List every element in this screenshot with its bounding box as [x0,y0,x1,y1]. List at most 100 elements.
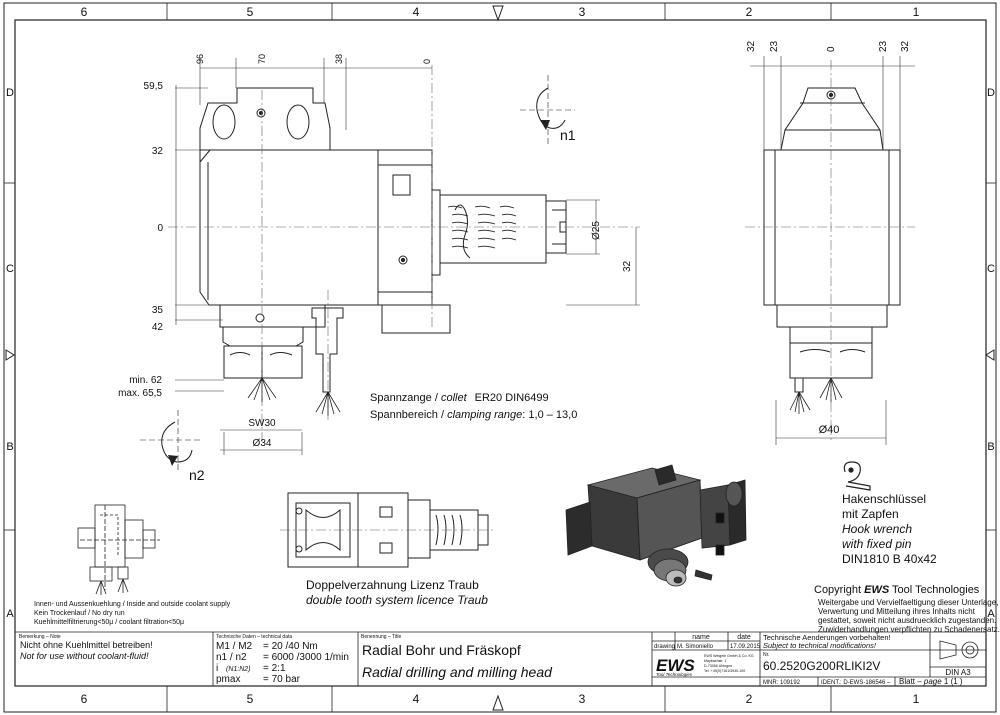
coolant-max: max. 65,5 [118,388,162,399]
pressure-label: pmax [216,674,240,685]
side-view [745,56,915,445]
dim-left-0: 0 [157,223,163,234]
copyright-line-3: gestattet, soweit nicht ausdruecklich zu… [818,616,996,625]
row-label-a-right: A [987,608,995,620]
coolant-note-line-3: Kuehlmittelfiltrierung<50μ / coolant fil… [34,619,184,626]
col-label-6-top: 6 [81,5,88,19]
col-label-3-top: 3 [579,5,586,19]
copyright-line-4: Zuwiderhandlungen verpflichten zu Schade… [818,625,1000,634]
side-dim-0: 0 [826,46,837,52]
double-tooth-caption: Doppelverzahnung Lizenz Traub double too… [306,578,488,607]
coolant-note-line-2: Kein Trockenlauf / No dry run [34,610,125,617]
torque-value: = 20 /40 Nm [263,641,318,652]
name-header: name [692,634,710,641]
note-en: Not for use without coolant-fluid! [20,651,149,661]
coolant-schematic [77,504,160,595]
hook-wrench-de-1: Hakenschlüssel [842,492,926,506]
double-tooth-de: Doppelverzahnung Lizenz Traub [306,578,479,592]
row-label-b-right: B [987,441,994,453]
row-label-a-left: A [6,608,14,620]
row-label-d-left: D [6,87,14,99]
side-dim-23-left: 23 [769,40,780,52]
col-label-3-bottom: 3 [579,692,586,706]
col-label-6-bottom: 6 [81,692,88,706]
sheet-frame: 6 5 4 3 2 1 6 5 4 3 2 1 D C B A D C B A [3,2,997,713]
title-de: Radial Bohr und Fräskopf [362,642,521,658]
dim-top-70: 70 [257,54,267,64]
col-label-5-top: 5 [247,5,254,19]
dim-top-0: 0 [422,59,432,64]
side-dim-23-right: 23 [878,40,889,52]
tech-header: Technische Daten – technical data [216,634,292,640]
dim-left-35: 35 [152,305,164,316]
company-line-3: D-73066 Uhingen [704,664,732,668]
coolant-min: min. 62 [129,375,162,386]
col-label-4-top: 4 [413,5,420,19]
drawing-name: M. Simoniello [677,644,714,650]
col-label-2-top: 2 [746,5,753,19]
nr-label: Nr. [763,652,769,658]
copyright-line-1: Weitergabe und Vervielfaeltigung dieser … [818,598,998,607]
dim-left-32: 32 [152,146,164,157]
clamping-range-line: Spannbereich / clamping range: 1,0 – 13,… [370,409,577,421]
note-header: Bemerkung – Note [19,634,61,640]
hook-wrench-en-2: with fixed pin [842,537,912,551]
dim-dia-34: Ø34 [253,438,272,449]
format-label: DIN A3 [945,668,971,677]
col-label-5-bottom: 5 [247,692,254,706]
row-label-c-right: C [987,263,995,275]
ident: IDENT.: D-EWS-186546 – [821,680,891,686]
row-label-d-right: D [987,87,995,99]
col-label-2-bottom: 2 [746,692,753,706]
hook-wrench-caption: Hakenschlüssel mit Zapfen Hook wrench wi… [842,492,937,566]
date-header: date [737,634,751,641]
copyright-line-2: Verwertung und Mitteilung ihres Inhalts … [818,607,976,616]
col-label-4-bottom: 4 [413,692,420,706]
hook-wrench-norm: DIN1810 B 40x42 [842,552,937,566]
company-line-2: Maybachstr. 1 [704,659,726,663]
note-de: Nicht ohne Kuehlmittel betreiben! [20,640,153,650]
part-number: 60.2520G200RLIKI2V [763,659,880,673]
ews-logo: EWS [656,656,695,675]
rotation-n2: n2 [189,467,205,483]
rotation-n1: n1 [560,127,576,143]
speed-label: n1 / n2 [216,652,247,663]
dim-top-96: 96 [195,54,205,64]
sheet-page: Blatt – page 1 (1 ) [899,677,963,686]
side-dim-dia-40: Ø40 [819,424,840,436]
title-en: Radial drilling and milling head [362,664,553,680]
ratio-sub: (N1:N2) [226,666,251,673]
dim-left-59-5: 59,5 [144,81,164,92]
speed-value: = 6000 /3000 1/min [263,652,349,663]
drawing-date: 17.09.2015 [730,644,761,650]
side-dim-32-right: 32 [900,40,911,52]
side-dim-32-left: 32 [746,40,757,52]
dim-dia-25: Ø25 [591,221,602,240]
hook-wrench-icon [843,461,871,491]
changes-de: Technische Aenderungen vorbehalten! [763,633,891,642]
changes-en: Subject to technical modifications! [763,641,877,650]
ratio-value: = 2:1 [263,663,286,674]
ratio-label: i [216,663,218,674]
hook-wrench-de-2: mit Zapfen [842,507,899,521]
hook-wrench-en-1: Hook wrench [842,522,912,536]
front-view [140,58,640,470]
copyright-notice: Copyright EWS Tool Technologies Weiterga… [814,584,1000,634]
col-label-1-bottom: 1 [913,692,920,706]
double-tooth-view [280,492,495,568]
torque-label: M1 / M2 [216,641,253,652]
double-tooth-en: double tooth system licence Traub [306,593,488,607]
desc-header: Benennung – Title [361,634,402,640]
title-block: Bemerkung – Note Nicht ohne Kuehlmittel … [15,631,986,686]
coolant-note: Innen- und Aussenkuehlung / Inside and o… [34,601,231,626]
isometric-render [565,464,747,587]
front-view-dimensions: 96 70 38 0 59,5 32 0 35 42 Ø25 32 min. 6… [118,54,633,483]
pressure-value: = 70 bar [263,674,301,685]
dim-top-38: 38 [334,54,344,64]
company-line-1: EWS Weigele GmbH & Co. KG [704,654,754,658]
coolant-note-line-1: Innen- und Aussenkuehlung / Inside and o… [34,601,231,608]
company-line-4: Tel. +49(0)7161/3930-100 [704,669,745,673]
